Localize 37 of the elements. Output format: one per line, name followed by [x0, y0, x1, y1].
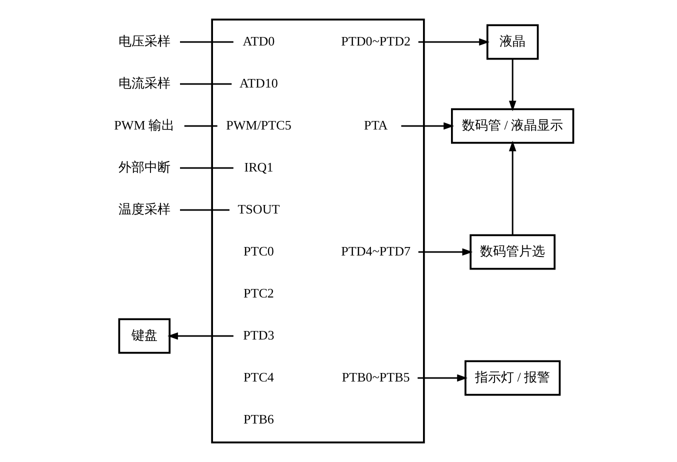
- node-text: PTC4: [243, 369, 274, 384]
- node-box: 数码管片选: [469, 234, 556, 270]
- node-text: PTB0~PTB5: [341, 369, 410, 384]
- node-text: 电压采样: [118, 33, 170, 48]
- node-text: 外部中断: [118, 159, 170, 174]
- connector: [180, 83, 232, 85]
- node-box: 液晶: [486, 24, 538, 60]
- connector: [180, 167, 233, 169]
- node-text: PTD0~PTD2: [340, 33, 410, 48]
- node-text: IRQ1: [244, 159, 273, 174]
- node-text: 温度采样: [118, 201, 170, 216]
- arrow: [418, 38, 490, 46]
- node-text: PTD3: [242, 327, 274, 342]
- node-text: ATD10: [239, 75, 278, 90]
- arrow: [166, 332, 233, 340]
- node-text: TSOUT: [237, 201, 280, 216]
- node-text: PTB6: [243, 411, 274, 426]
- node-box: 数码管 / 液晶显示: [450, 108, 574, 144]
- cluster: [210, 18, 424, 444]
- arrow: [418, 248, 472, 256]
- node-box: 指示灯 / 报警: [464, 360, 560, 396]
- arrow: [400, 122, 454, 130]
- node-text: PWM/PTC5: [226, 117, 291, 132]
- node-text: PTC0: [243, 243, 274, 258]
- connector: [180, 209, 229, 211]
- node-text: 电流采样: [118, 75, 170, 90]
- connector: [184, 125, 217, 127]
- arrow: [417, 374, 468, 382]
- node-text: PTA: [364, 117, 388, 132]
- node-box: 键盘: [118, 318, 170, 354]
- node-text: PTD4~PTD7: [340, 243, 410, 258]
- arrow: [508, 140, 516, 236]
- node-text: PTC2: [243, 285, 274, 300]
- arrow: [508, 59, 516, 112]
- connector: [180, 41, 233, 43]
- node-text: PWM 输出: [114, 117, 174, 132]
- node-text: ATD0: [242, 33, 274, 48]
